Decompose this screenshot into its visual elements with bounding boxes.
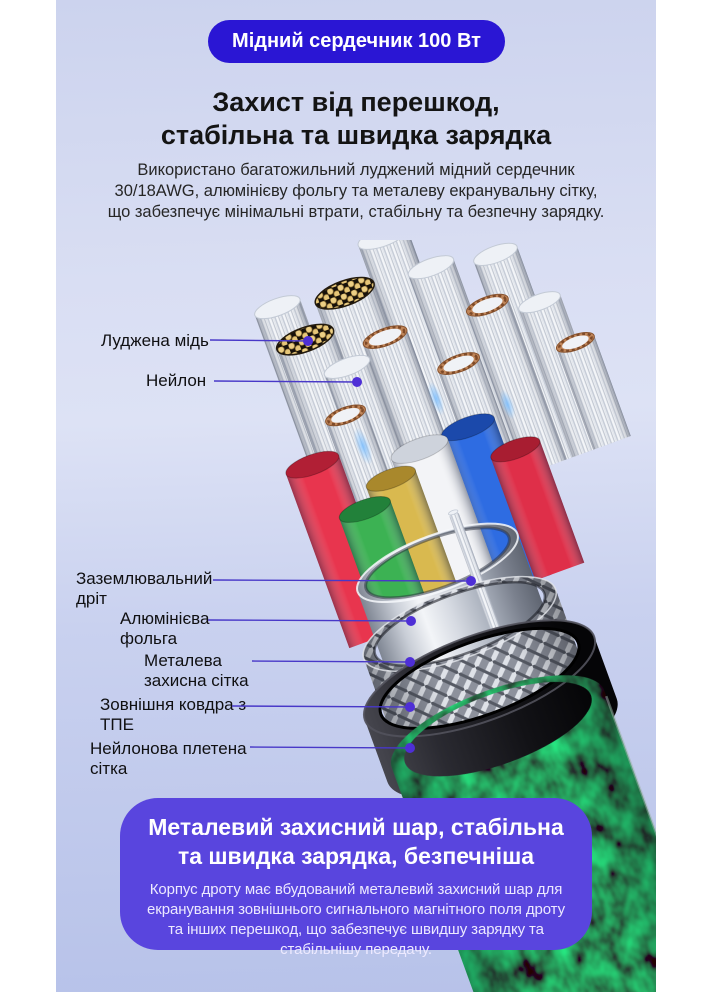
grounding-wire — [448, 509, 500, 632]
intro-text: Використано багатожильний луджений мідни… — [107, 161, 605, 221]
footer-card-text: Корпус дроту має вбудований металевий за… — [147, 880, 565, 958]
power-badge: Мідний сердечник 100 Вт — [208, 20, 505, 63]
label-metal-mesh: Металева захисна сітка — [144, 651, 249, 691]
power-badge-label: Мідний сердечник 100 Вт — [232, 30, 481, 52]
label-nylon: Нейлон — [146, 371, 207, 390]
label-nylon-braid: Нейлонова плетена сітка — [90, 739, 247, 779]
footer-card-title-line1: Металевий захисний шар, стабільна — [148, 814, 564, 840]
page-title-line2: стабільна та швидка зарядка — [160, 119, 552, 150]
page-title: Захист від перешкод, стабільна та швидка… — [56, 86, 656, 152]
label-tpe-blanket: Зовнішня ковдра з ТПЕ — [100, 695, 247, 735]
page-title-line1: Захист від перешкод, — [212, 87, 500, 117]
footer-card-title: Металевий захисний шар, стабільна та шви… — [120, 813, 592, 871]
label-grounding-wire: Заземлювальний дріт — [76, 569, 213, 609]
footer-card-title-line2: та швидка зарядка, безпечніша — [177, 842, 535, 869]
footer-card: Металевий захисний шар, стабільна та шви… — [120, 798, 592, 958]
label-aluminum-foil: Алюмінієва фольга — [120, 609, 210, 649]
label-tinned-copper: Луджена мідь — [101, 331, 209, 350]
